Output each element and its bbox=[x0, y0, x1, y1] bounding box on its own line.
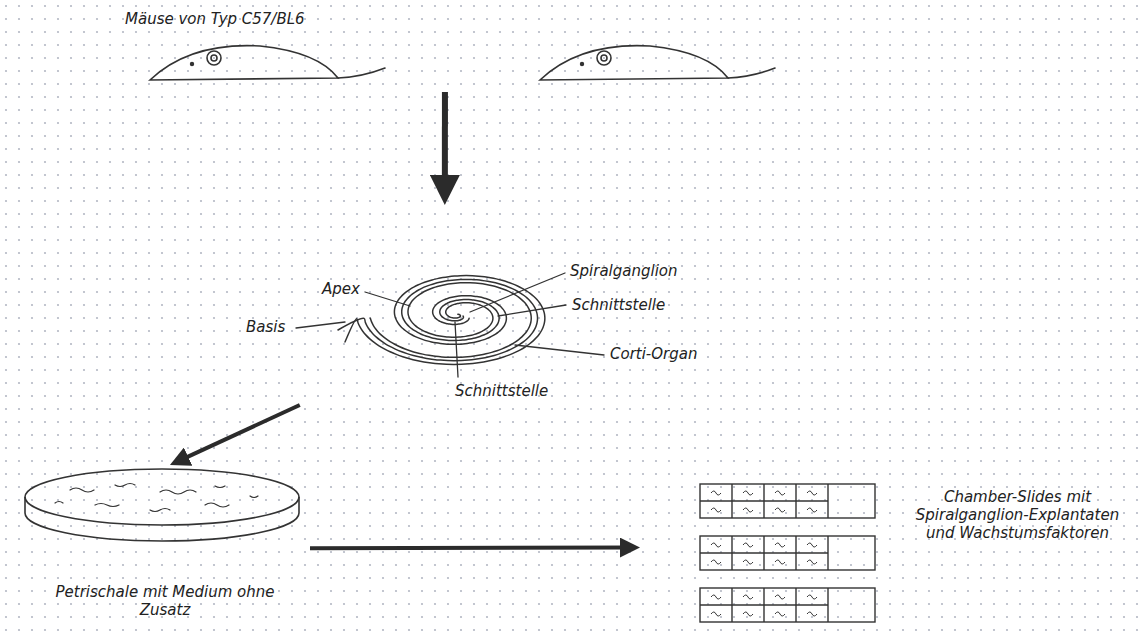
node-label: Mäuse von Typ C57/BL6 bbox=[125, 10, 305, 28]
part-label: Basis bbox=[246, 318, 285, 336]
diagram-node: Chamber-Slides mit Spiralganglion-Explan… bbox=[640, 478, 1135, 626]
leader-line bbox=[296, 273, 604, 377]
mouse-drawing bbox=[540, 46, 775, 80]
mouse-drawing bbox=[150, 46, 385, 80]
flow-arrow bbox=[310, 546, 632, 551]
flow-arrow bbox=[177, 405, 300, 462]
part-label: Corti-Organ bbox=[610, 345, 697, 363]
node-label: Petrischale mit Medium ohne Zusatz bbox=[45, 583, 285, 619]
part-label: Schnittstelle bbox=[455, 382, 548, 400]
part-label: Apex bbox=[322, 280, 360, 298]
flow-arrow bbox=[442, 92, 448, 193]
diagram-node: Mäuse von Typ C57/BL6 bbox=[120, 8, 790, 92]
cochlea-drawing bbox=[338, 276, 545, 365]
chamber-slides bbox=[700, 484, 875, 622]
part-label: Spiralganglion bbox=[570, 262, 678, 280]
node-label: Chamber-Slides mit Spiralganglion-Explan… bbox=[905, 488, 1130, 542]
part-label: Schnittstelle bbox=[572, 296, 665, 314]
petri-dish bbox=[25, 469, 299, 541]
diagram-node: Petrischale mit Medium ohne Zusatz bbox=[20, 465, 310, 625]
diagram-node: ApexBasisSpiralganglionSchnittstelleCort… bbox=[240, 205, 730, 405]
